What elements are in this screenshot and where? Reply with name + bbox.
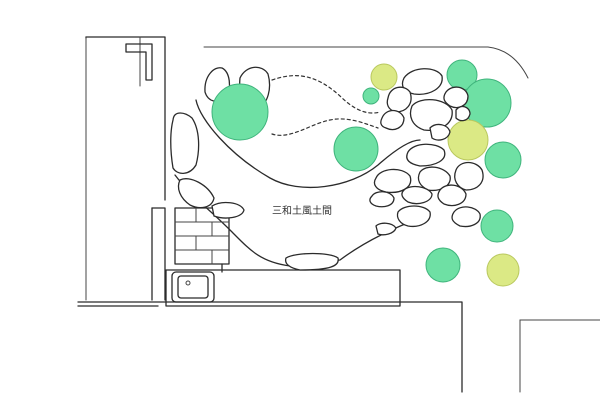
rock-icon	[429, 123, 451, 141]
rock-icon	[386, 86, 412, 113]
fence-boundary	[203, 46, 529, 79]
rock-icon	[454, 161, 484, 191]
green-tree-icon	[484, 141, 522, 179]
sink	[171, 271, 215, 303]
rock-icon	[443, 86, 469, 109]
rock-icon	[406, 143, 446, 167]
rock-icon	[437, 184, 467, 207]
earth-floor-bottom-edge	[174, 174, 411, 267]
dashed-path	[271, 75, 381, 136]
wall-top-left	[85, 36, 166, 201]
green-tree-icon	[333, 126, 379, 172]
rock-icon	[177, 178, 215, 209]
floor-label: 三和土風土間	[272, 204, 332, 217]
sink-drain	[185, 280, 191, 286]
green-tree-icon	[480, 209, 514, 243]
rock-icon	[380, 109, 405, 131]
rocks-left	[170, 112, 339, 271]
brick-joints	[174, 207, 230, 265]
pillar-marker	[125, 43, 153, 81]
earth-floor-top-edge	[195, 99, 421, 188]
yellow-tree-icon	[447, 119, 489, 161]
green-tree-icon	[362, 87, 380, 105]
trees	[211, 59, 522, 287]
dashed-path-lower	[271, 118, 379, 136]
counter	[165, 269, 401, 307]
fence-top	[203, 46, 529, 79]
rock-icon	[375, 222, 397, 236]
wall-bottom	[77, 301, 463, 393]
rock-cluster-top-right	[380, 68, 471, 141]
kitchen-block	[165, 207, 401, 307]
sink-basin	[177, 275, 209, 299]
rock-icon	[211, 201, 245, 219]
wall-left-lower	[151, 207, 166, 301]
green-tree-icon	[211, 83, 269, 141]
dashed-path-upper	[271, 75, 381, 114]
yellow-tree-icon	[486, 253, 520, 287]
rock-icon	[170, 112, 200, 174]
wall-bottom-right	[519, 319, 600, 393]
rock-cluster-middle-right	[369, 143, 484, 236]
rock-icon	[284, 252, 339, 271]
rock-icon	[396, 205, 431, 228]
rock-icon	[455, 105, 471, 122]
rock-icon	[401, 185, 433, 205]
rock-icon	[451, 206, 481, 228]
rock-icon	[369, 191, 395, 208]
green-tree-icon	[425, 247, 461, 283]
yellow-tree-icon	[370, 63, 398, 91]
building-walls	[77, 36, 600, 393]
